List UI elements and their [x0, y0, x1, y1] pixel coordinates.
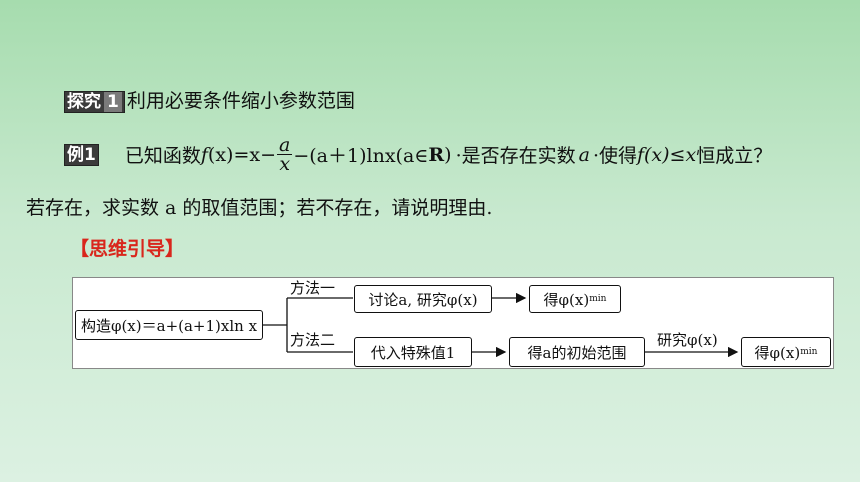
method2-label: 方法二: [290, 331, 336, 349]
example-R: R: [428, 143, 445, 166]
example-text-2: (x)=x−: [207, 143, 277, 166]
example-text-5: ·是否存在实数: [455, 145, 576, 167]
method1-label: 方法一: [290, 279, 336, 297]
example-text-1: 已知函数: [124, 145, 201, 167]
fraction-numerator: a: [277, 134, 293, 156]
example-line-2: 若存在，求实数 a 的取值范围；若不存在，请说明理由.: [26, 197, 493, 219]
m1-result-box: 得φ(x)min: [529, 285, 621, 313]
m1-discuss-box: 讨论a, 研究φ(x): [354, 285, 492, 313]
m2-result-main: 得φ(x): [754, 343, 801, 362]
m2-study-label: 研究φ(x): [657, 331, 718, 349]
m1-result-sub: min: [589, 294, 607, 304]
example-text-4: ): [444, 143, 452, 166]
fraction: a x: [277, 134, 293, 175]
flowchart: 构造φ(x)＝a+(a+1)xln x 方法一 方法二 讨论a, 研究φ(x) …: [72, 277, 834, 369]
example-text-3: −(a＋1)lnx(a∈: [293, 145, 429, 167]
section-title: 利用必要条件缩小参数范围: [126, 90, 355, 112]
example-tag: 例1: [64, 143, 99, 166]
fraction-denominator: x: [279, 153, 291, 175]
section-tag-text: 探究: [67, 92, 101, 112]
m1-result-main: 得φ(x): [543, 290, 590, 309]
example-inequality: f(x)≤x: [636, 143, 697, 166]
example-line-1: 例1 已知函数 f (x)=x− a x −(a＋1)lnx(a∈R) ·是否存…: [64, 134, 773, 175]
m2-result-sub: min: [800, 347, 818, 357]
example-text-7: 恒成立？: [696, 145, 773, 167]
guide-title: 【思维引导】: [70, 238, 185, 260]
example-text-6: ·使得: [592, 145, 637, 167]
section-tag-number: 1: [104, 92, 122, 112]
m2-initial-range-box: 得a的初始范围: [509, 337, 645, 367]
example-a: a: [578, 143, 590, 166]
m2-substitute-box: 代入特殊值1: [354, 337, 472, 367]
flowchart-connectors: [263, 292, 739, 358]
m2-result-box: 得φ(x)min: [741, 337, 831, 367]
example-f: f: [200, 143, 208, 166]
start-box: 构造φ(x)＝a+(a+1)xln x: [75, 310, 263, 340]
